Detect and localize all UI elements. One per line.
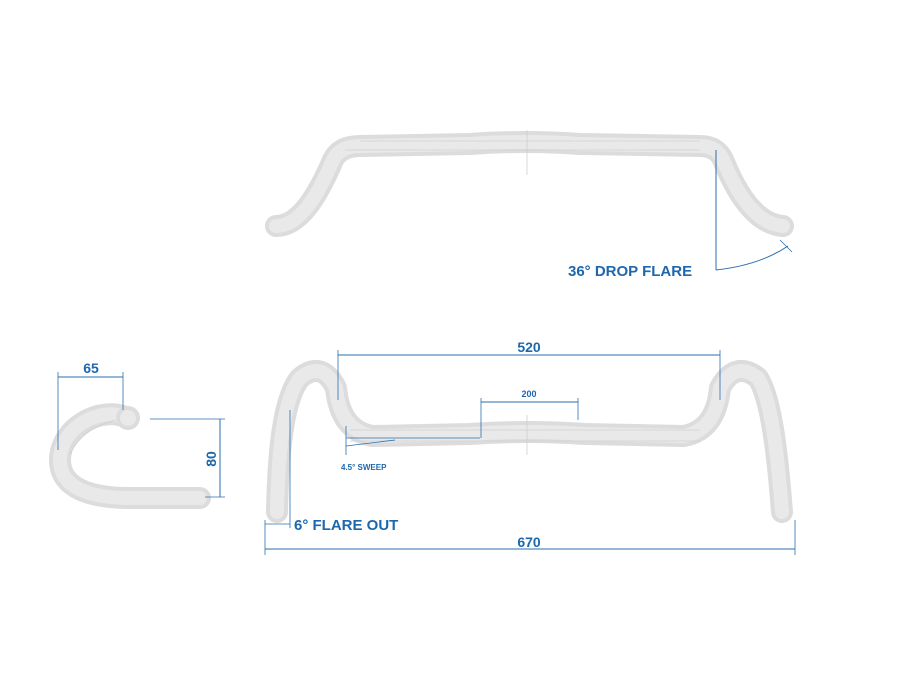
reach-65-label: 65 xyxy=(83,360,99,376)
reach-65-dimension: 65 xyxy=(57,360,124,450)
width-670-label: 670 xyxy=(517,534,541,550)
width-670-dimension: 670 xyxy=(264,520,796,555)
width-520-label: 520 xyxy=(517,339,541,355)
sweep-dimension: 4.5° SWEEP xyxy=(341,426,480,472)
drop-flare-dimension: 36° DROP FLARE xyxy=(568,150,793,280)
side-view-handlebar xyxy=(49,403,211,509)
drop-flare-label: 36° DROP FLARE xyxy=(568,263,692,280)
drop-80-label: 80 xyxy=(203,451,219,467)
top-view-handlebar xyxy=(265,130,794,237)
front-view-handlebar xyxy=(266,360,793,523)
flare-out-dimension: 6° FLARE OUT xyxy=(265,410,398,534)
clamp-200-label: 200 xyxy=(521,389,536,399)
drop-80-dimension: 80 xyxy=(150,418,225,498)
flare-out-label: 6° FLARE OUT xyxy=(294,517,398,534)
clamp-200-dimension: 200 xyxy=(480,389,579,438)
sweep-label: 4.5° SWEEP xyxy=(341,463,387,472)
width-520-dimension: 520 xyxy=(337,339,721,400)
